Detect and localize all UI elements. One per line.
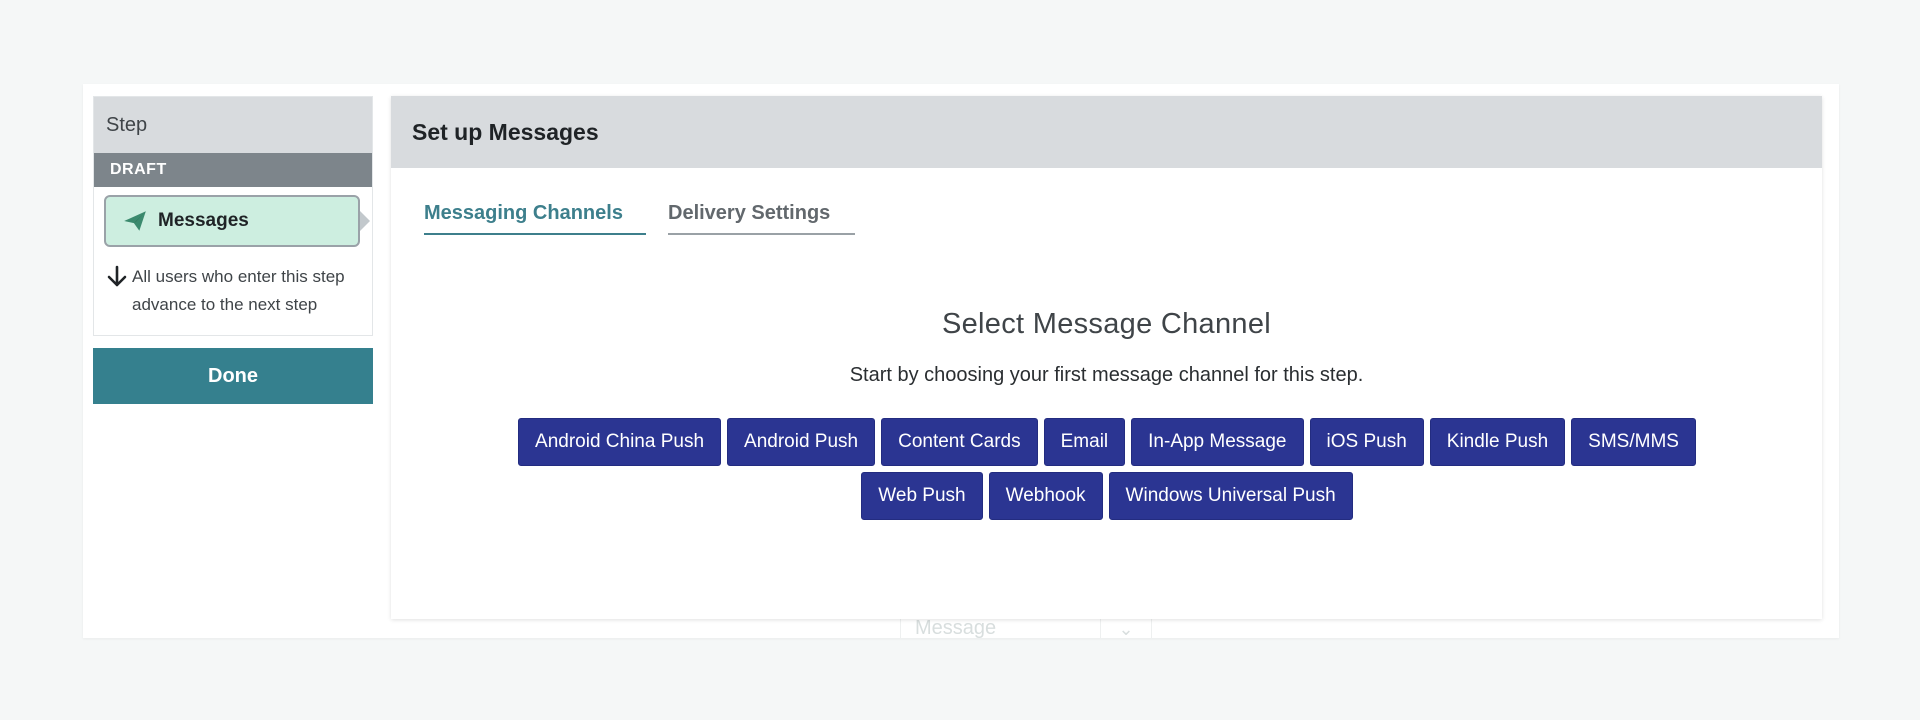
channel-button-in-app-message[interactable]: In-App Message [1131, 418, 1304, 466]
step-description-text: All users who enter this step advance to… [132, 267, 345, 314]
channel-button-web-push[interactable]: Web Push [861, 472, 983, 520]
chevron-down-icon: ⌄ [1100, 609, 1151, 638]
section-title: Select Message Channel [941, 308, 1271, 340]
channel-button-android-push[interactable]: Android Push [727, 418, 876, 466]
step-status-badge: DRAFT [94, 153, 372, 187]
setup-messages-modal: Set up Messages Messaging Channels Deliv… [391, 96, 1822, 619]
channel-button-android-china-push[interactable]: Android China Push [518, 418, 722, 466]
step-panel: Step DRAFT Messages All users who enter … [93, 96, 373, 336]
node-connector-arrow [360, 211, 370, 231]
channel-button-email[interactable]: Email [1043, 418, 1126, 466]
channel-button-windows-universal-push[interactable]: Windows Universal Push [1108, 472, 1353, 520]
done-button[interactable]: Done [93, 348, 373, 404]
channel-button-ios-push[interactable]: iOS Push [1309, 418, 1424, 466]
modal-header: Set up Messages [391, 96, 1822, 168]
paper-plane-icon [124, 211, 146, 231]
channel-button-webhook[interactable]: Webhook [988, 472, 1103, 520]
step-header: Step [94, 97, 372, 153]
step-description: All users who enter this step advance to… [106, 263, 366, 319]
background-message-text: Message [915, 617, 997, 638]
channel-button-group: Android China Push Android Push Content … [495, 418, 1719, 520]
tab-messaging-channels[interactable]: Messaging Channels [424, 202, 646, 235]
channel-button-content-cards[interactable]: Content Cards [881, 418, 1038, 466]
step-node-messages[interactable]: Messages [104, 195, 370, 247]
channel-button-kindle-push[interactable]: Kindle Push [1429, 418, 1566, 466]
tab-delivery-settings[interactable]: Delivery Settings [668, 202, 855, 235]
modal-title: Set up Messages [412, 118, 599, 145]
section-subtitle: Start by choosing your first message cha… [849, 364, 1364, 386]
step-node-label: Messages [158, 210, 249, 231]
channel-button-sms-mms[interactable]: SMS/MMS [1571, 418, 1696, 466]
arrow-down-icon [107, 265, 127, 287]
modal-tabs: Messaging Channels Delivery Settings [424, 202, 877, 235]
